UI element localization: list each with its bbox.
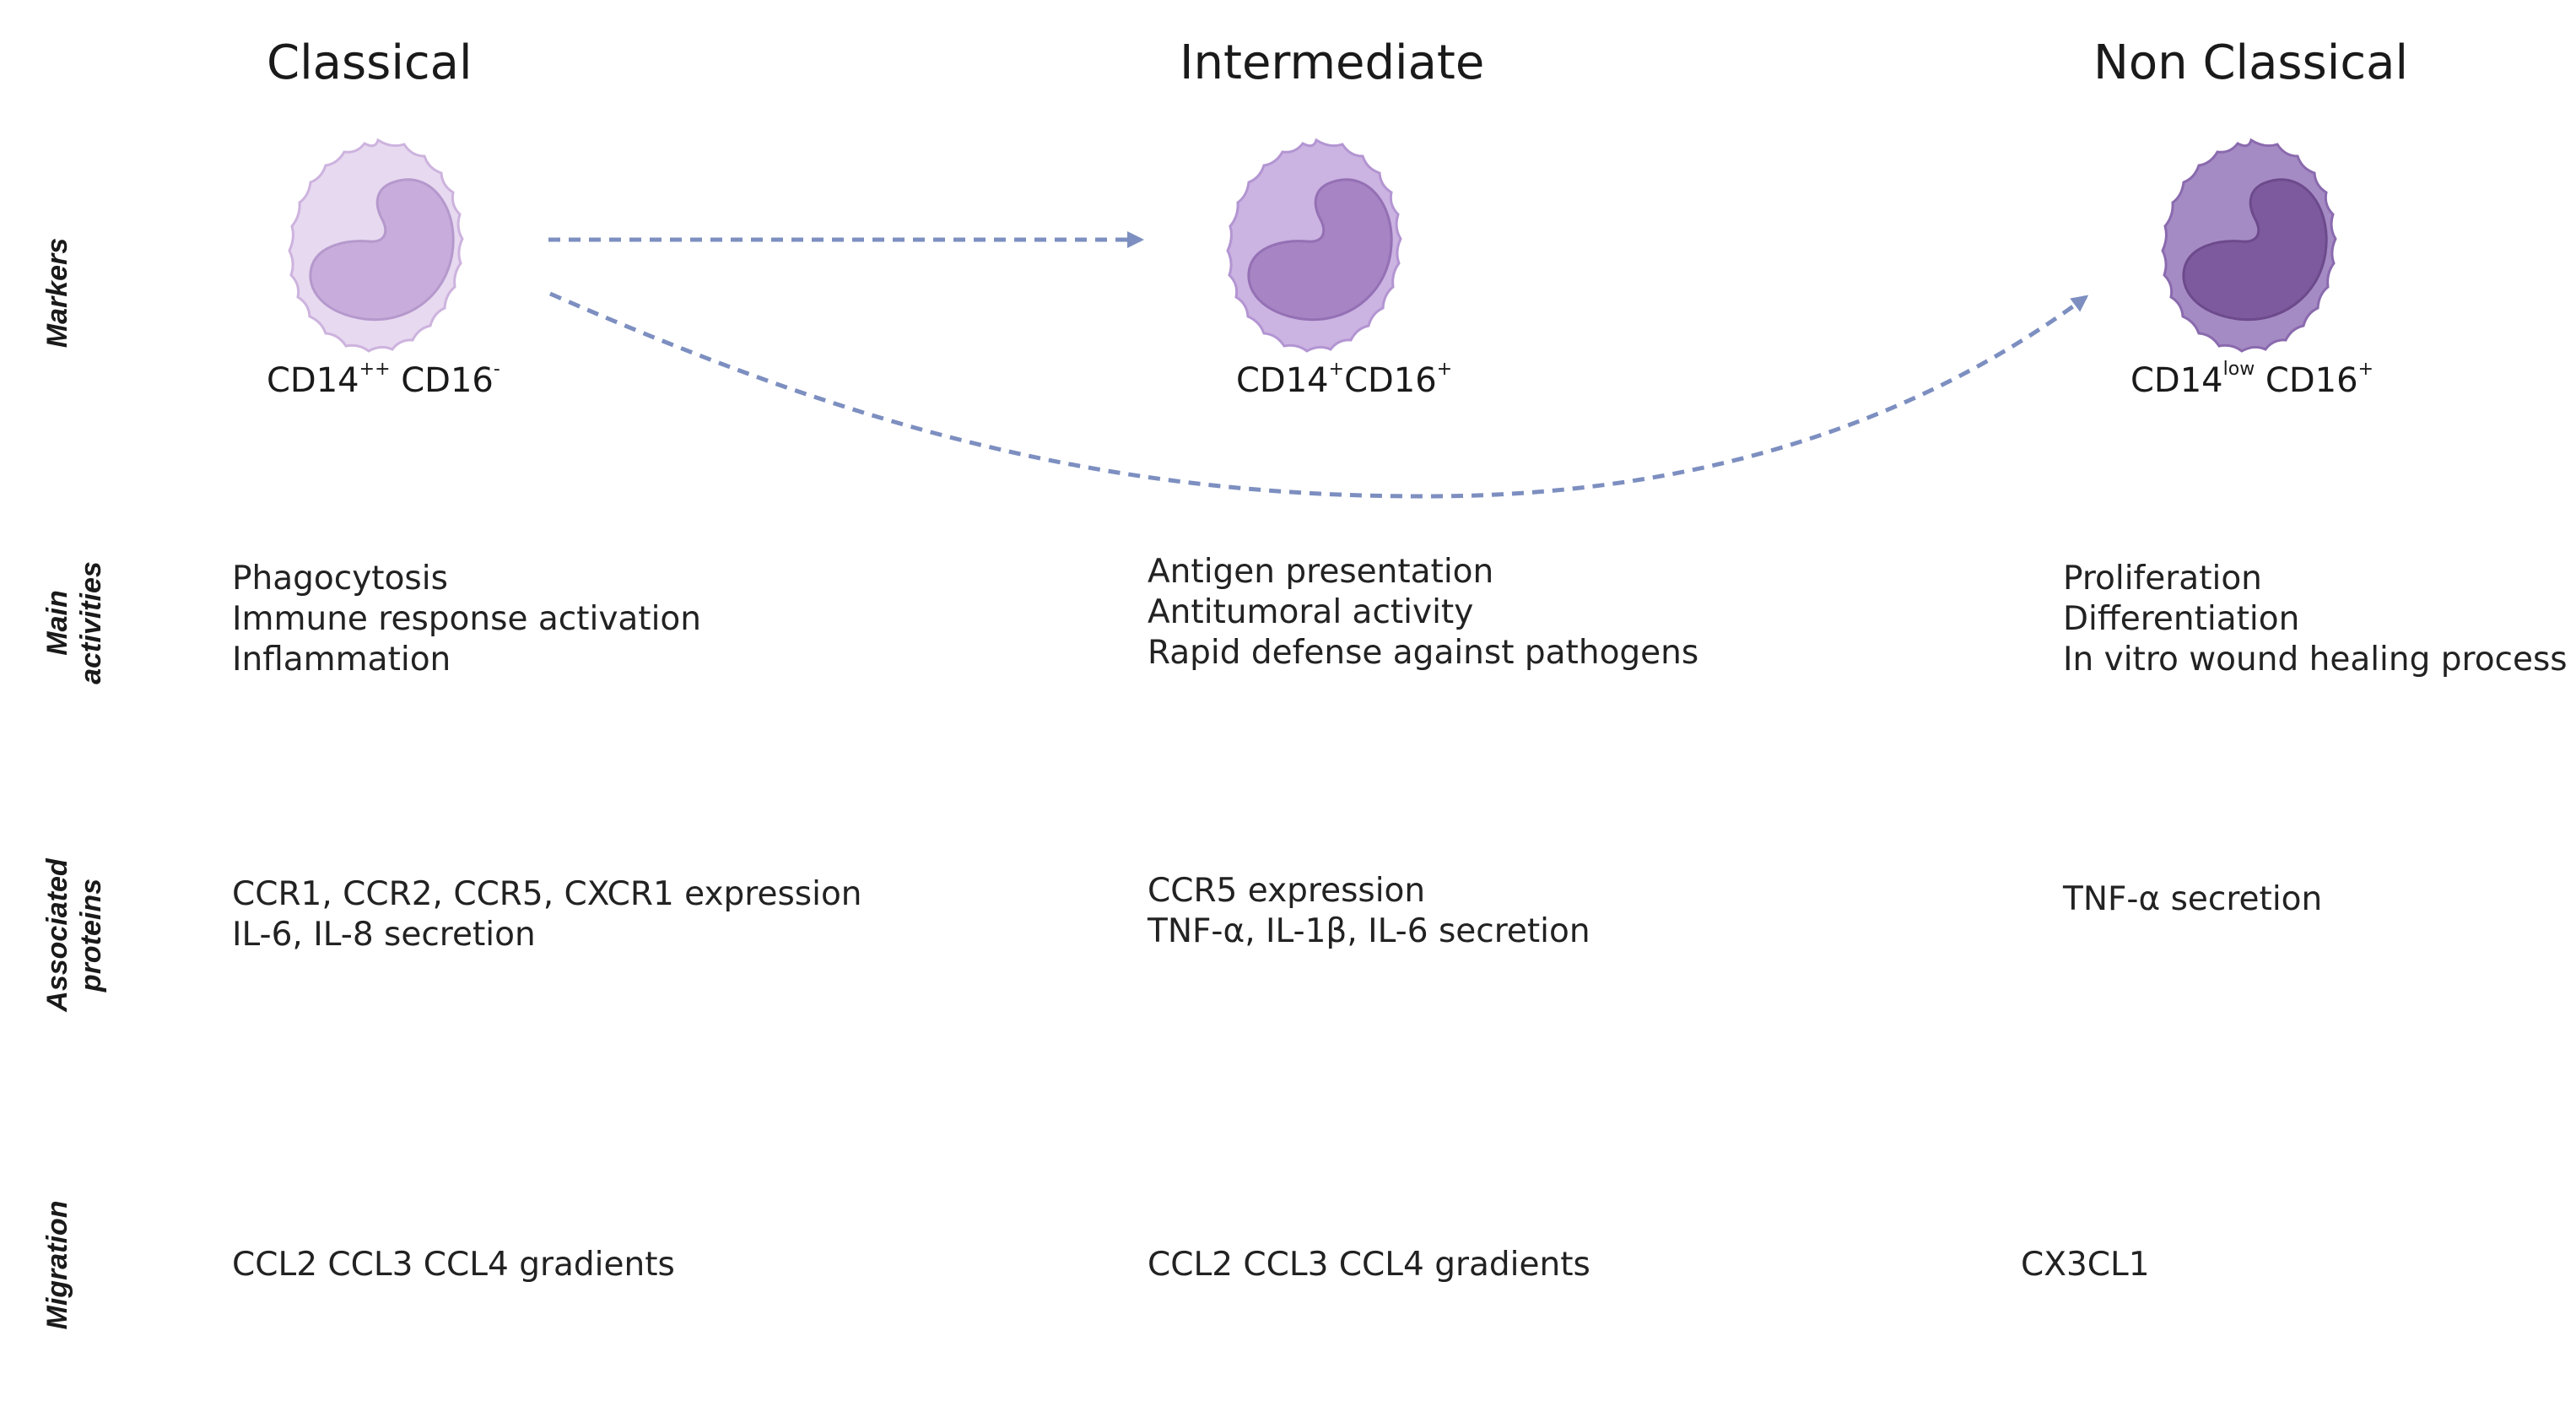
protein-item: CCR1, CCR2, CCR5, CXCR1 expression	[232, 875, 862, 913]
row-label-associated-proteins: Associated proteins	[41, 783, 108, 1087]
row-label-markers: Markers	[41, 141, 74, 445]
row-label-line: proteins	[75, 878, 107, 992]
row-label-line: Associated	[41, 858, 73, 1012]
activity-item: Phagocytosis	[232, 560, 448, 598]
cell-intermediate	[1226, 138, 1402, 353]
migration-item: CCL2 CCL3 CCL4 gradients	[232, 1246, 675, 1284]
activity-item: Inflammation	[232, 641, 451, 679]
migration-non-classical: CX3CL1	[2021, 1245, 2150, 1285]
protein-item: TNF-α, IL-1β, IL-6 secretion	[1148, 912, 1590, 950]
protein-item: TNF-α secretion	[2063, 880, 2323, 918]
row-label-main-activities: Main activities	[41, 471, 108, 775]
migration-item: CX3CL1	[2021, 1246, 2150, 1284]
row-label-line: Main	[41, 590, 73, 656]
row-label-line: Markers	[41, 237, 73, 349]
column-heading-non-classical: Non Classical	[2093, 35, 2408, 90]
migration-intermediate: CCL2 CCL3 CCL4 gradients	[1148, 1245, 1590, 1285]
cell-classical	[288, 138, 464, 353]
main-activities-non-classical: Proliferation Differentiation In vitro w…	[2063, 559, 2568, 680]
cell-non-classical	[2161, 138, 2337, 353]
activity-item: In vitro wound healing process	[2063, 641, 2568, 679]
activity-item: Differentiation	[2063, 600, 2300, 638]
column-heading-classical: Classical	[267, 35, 473, 90]
migration-classical: CCL2 CCL3 CCL4 gradients	[232, 1245, 675, 1285]
diagram-graphics	[288, 138, 2337, 499]
protein-item: CCR5 expression	[1148, 872, 1426, 910]
row-label-line: activities	[75, 561, 107, 684]
main-activities-classical: Phagocytosis Immune response activation …	[232, 559, 701, 680]
marker-non-classical: CD14low CD16+	[2130, 359, 2373, 401]
associated-proteins-intermediate: CCR5 expression TNF-α, IL-1β, IL-6 secre…	[1148, 871, 1590, 952]
activity-item: Antitumoral activity	[1148, 593, 1474, 631]
cell-nucleus	[2182, 178, 2328, 322]
row-label-line: Migration	[41, 1200, 73, 1330]
cell-nucleus	[309, 178, 455, 322]
arrow-classical-to-non-classical	[548, 291, 2089, 499]
activity-item: Antigen presentation	[1148, 553, 1494, 591]
row-label-migration: Migration	[41, 1113, 74, 1417]
migration-item: CCL2 CCL3 CCL4 gradients	[1148, 1246, 1590, 1284]
cell-nucleus	[1247, 178, 1393, 322]
activity-item: Proliferation	[2063, 560, 2262, 598]
marker-intermediate: CD14+CD16+	[1236, 359, 1453, 401]
activity-item: Rapid defense against pathogens	[1148, 634, 1699, 672]
column-heading-intermediate: Intermediate	[1180, 35, 1485, 90]
protein-item: IL-6, IL-8 secretion	[232, 916, 536, 954]
associated-proteins-non-classical: TNF-α secretion	[2063, 879, 2322, 920]
associated-proteins-classical: CCR1, CCR2, CCR5, CXCR1 expression IL-6,…	[232, 874, 862, 955]
activity-item: Immune response activation	[232, 600, 701, 638]
main-activities-intermediate: Antigen presentation Antitumoral activit…	[1148, 552, 1698, 673]
marker-classical: CD14++ CD16-	[267, 359, 500, 401]
